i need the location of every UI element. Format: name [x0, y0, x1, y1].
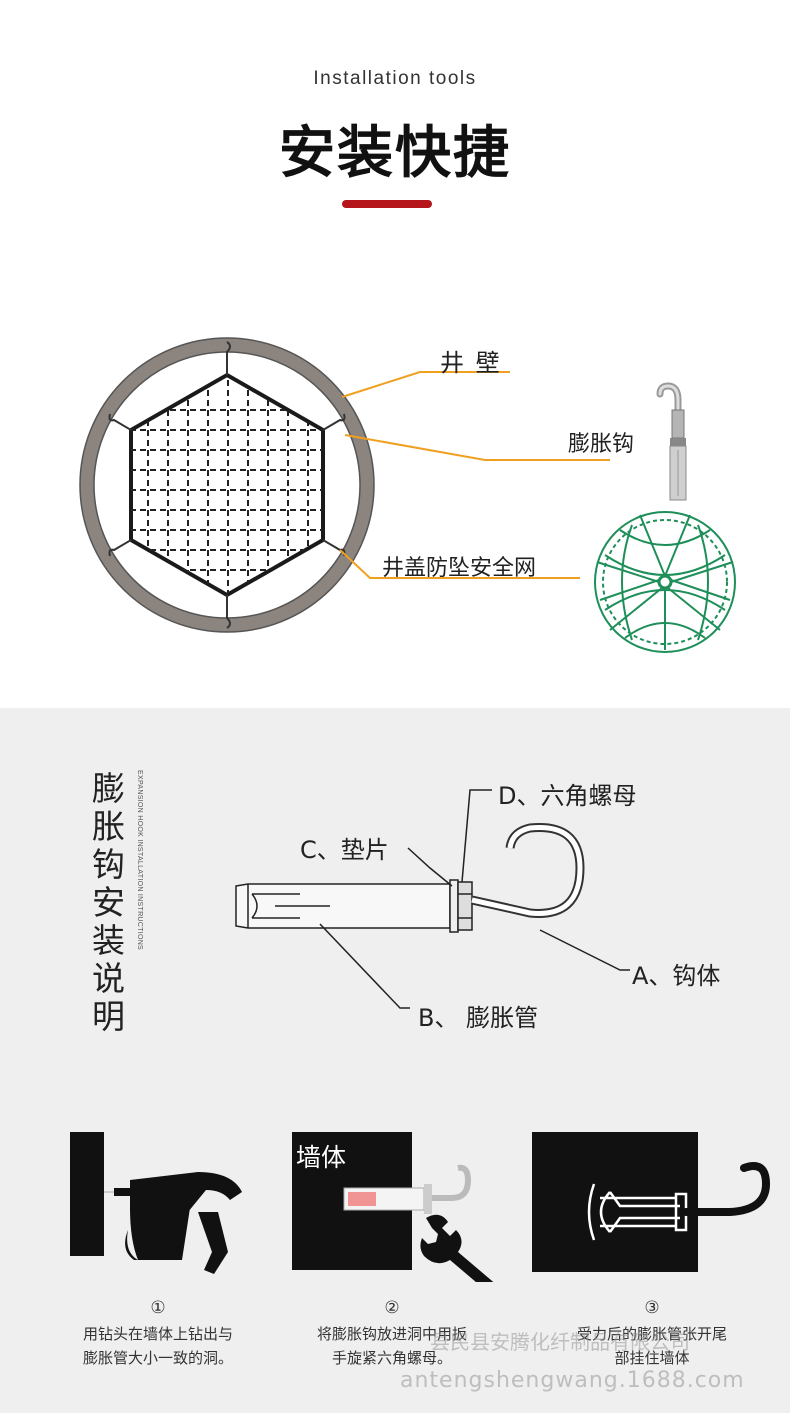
- label-part-c: C、垫片: [300, 836, 389, 864]
- manhole-diagram: 井 壁 膨胀钩 井盖防坠安全网: [0, 300, 790, 700]
- step-3-number: ③: [644, 1298, 660, 1318]
- step-2-text: 将膨胀钩放进洞中用扳手旋紧六角螺母。: [316, 1325, 467, 1367]
- leader-lines: [339, 371, 610, 579]
- step-2-number: ②: [384, 1298, 400, 1318]
- watermark-company: 县民县安腾化纤制品有限公司: [430, 1330, 690, 1354]
- manhole-diagram-svg: [79, 337, 736, 653]
- accent-bar: [342, 200, 432, 208]
- safety-net-illustration: [594, 511, 736, 653]
- hook-parts-diagram: D、六角螺母 C、垫片 A、钩体 B、 膨胀管: [0, 708, 790, 1088]
- step-1-number: ①: [150, 1298, 166, 1318]
- top-section: Installation tools 安装快捷: [0, 68, 790, 700]
- label-manhole-wall: 井 壁: [440, 349, 502, 377]
- step-1-text: 用钻头在墙体上钻出与膨胀管大小一致的洞。: [82, 1325, 233, 1367]
- section-subtitle: Installation tools: [313, 68, 477, 89]
- instructions-title-en: EXPANSION HOOK INSTALLATION INSTRUCTIONS: [136, 770, 143, 951]
- label-expansion-hook: 膨胀钩: [568, 432, 635, 457]
- label-part-d: D、六角螺母: [498, 782, 637, 810]
- watermark-url: antengshengwang.1688.com: [400, 1368, 745, 1393]
- hexagon-net: [108, 341, 346, 629]
- anchored-hook-illustration: [587, 1162, 771, 1241]
- step-3-text: 受力后的膨胀管张开尾部挂住墙体: [576, 1325, 727, 1367]
- instructions-title: 膨胀钩安装说明: [92, 769, 125, 1036]
- wall-label: 墙体: [296, 1143, 347, 1172]
- section-title: 安装快捷: [279, 121, 511, 186]
- expansion-hook-illustration: [656, 382, 687, 501]
- wall-box-step-3: [532, 1132, 698, 1272]
- drill-illustration: [70, 1132, 242, 1274]
- label-part-a: A、钩体: [632, 962, 721, 990]
- wrench-illustration: [343, 1164, 494, 1282]
- label-part-b: B、 膨胀管: [418, 1004, 539, 1032]
- hook-parts-svg: [235, 789, 630, 1009]
- instructions-section: 膨胀钩安装说明 EXPANSION HOOK INSTALLATION INST…: [0, 708, 790, 1413]
- label-safety-net: 井盖防坠安全网: [382, 556, 537, 581]
